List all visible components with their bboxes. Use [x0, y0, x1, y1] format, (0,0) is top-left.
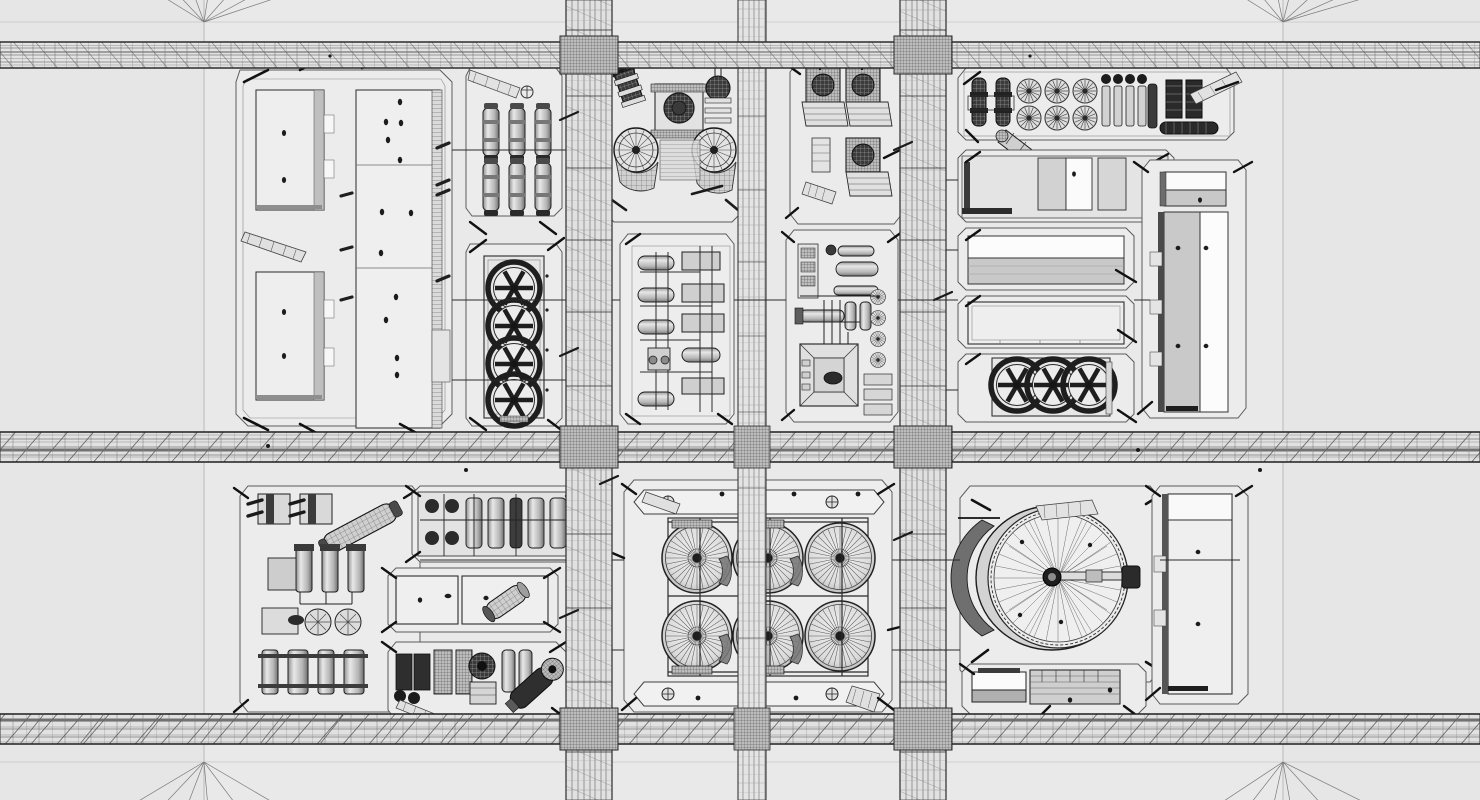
main-warehouse[interactable]: [339, 89, 451, 429]
rigging-crane-icon: [467, 69, 521, 99]
manway-hatch: [825, 495, 839, 509]
loading-canopy[interactable]: [240, 231, 307, 263]
tank-6: [804, 600, 876, 672]
bay-roof-3: [1097, 157, 1127, 211]
blower-pair: [261, 607, 362, 636]
manway-hatch: [661, 687, 675, 701]
bullet-tank: [482, 158, 500, 216]
vertex-fan-bottom-left: [139, 761, 270, 800]
turbine-train: [394, 649, 473, 704]
bullet-tank: [534, 158, 552, 216]
drive-unit: [1042, 565, 1141, 589]
east-pipe-rack[interactable]: [892, 0, 954, 800]
column-d: [704, 64, 732, 124]
switchgear-row: [1029, 669, 1121, 705]
storage-building-west-upper[interactable]: [255, 89, 335, 211]
warehouse-roof-gray: [1163, 211, 1201, 413]
block-utilities-north[interactable]: [957, 67, 1243, 190]
bullet-tank: [508, 103, 526, 161]
block-rotating-equipment[interactable]: [380, 640, 570, 725]
fired-heater: [799, 343, 859, 407]
diagonal-heat-exchanger: [318, 500, 403, 555]
tank-3: [804, 522, 876, 594]
service-platform: [811, 137, 831, 173]
block-open-basin[interactable]: [957, 294, 1138, 349]
block-white-roof[interactable]: [957, 227, 1138, 291]
block-cooling-tower-north[interactable]: [784, 61, 903, 225]
drum-row: [825, 244, 879, 296]
block-exchanger-yard[interactable]: [619, 232, 735, 426]
compressor-b: [994, 77, 1012, 127]
warehouse-roof-white: [1199, 211, 1229, 413]
package-unit-row: [420, 494, 570, 556]
block-long-warehouse-south[interactable]: [1144, 484, 1254, 705]
vertex-fan-bottom-right: [1224, 761, 1361, 800]
stair-tower: [1035, 499, 1099, 521]
block-vessel-yard-north[interactable]: [465, 67, 563, 236]
cooling-cell-1: [801, 67, 849, 127]
filter-array: [1101, 74, 1158, 129]
bay-roof-1: [1037, 157, 1067, 211]
block-machinery-southwest[interactable]: [232, 485, 422, 714]
pump-cluster: [647, 347, 671, 371]
bay-roof-2: [1065, 157, 1093, 211]
basin-cell-left: [395, 575, 459, 625]
annex-block: [1159, 171, 1227, 207]
exchanger-bank-right: [681, 251, 725, 395]
warehouse-south-roof: [1153, 493, 1233, 695]
aircooler-row-east: [863, 289, 893, 416]
block-clarifier[interactable]: [950, 485, 1164, 683]
block-process-unit-east[interactable]: [780, 229, 904, 423]
block-aircooler-east[interactable]: [957, 352, 1138, 424]
reactor-vessel: [663, 92, 695, 124]
bullet-tank: [534, 103, 552, 161]
column-b-skirt: [614, 155, 659, 192]
mid-pipe-rack[interactable]: [737, 0, 767, 800]
bullet-tank: [508, 158, 526, 216]
horizontal-silo: [1159, 121, 1219, 135]
block-warehouse-north[interactable]: [235, 54, 453, 438]
bullet-tank: [482, 103, 500, 161]
diagonal-rotor: [504, 657, 564, 713]
pump-row: [797, 243, 819, 299]
west-pipe-rack[interactable]: [558, 0, 620, 800]
process-piping: [800, 295, 880, 344]
bullet-tank-array-6: [482, 103, 552, 216]
storage-building-west-lower[interactable]: [255, 271, 335, 401]
skid-row-1: [246, 493, 333, 525]
block-substation-south[interactable]: [958, 662, 1147, 720]
cooling-cell-2: [845, 67, 893, 127]
perspective-vertex-fans: [139, 0, 1361, 800]
tank-shell-shadow: [718, 555, 803, 665]
block-pump-house-south[interactable]: [404, 484, 584, 564]
rack-intersections: [559, 35, 953, 751]
block-long-warehouse-east[interactable]: [1132, 159, 1254, 419]
stair-tower-cooling: [801, 181, 837, 205]
block-aircooler-north[interactable]: [465, 236, 566, 434]
gearbox: [468, 652, 497, 705]
manifold-piping: [640, 246, 713, 412]
skid-row-3: [258, 649, 368, 695]
block-containment-basin-south[interactable]: [380, 566, 562, 634]
block-tank-hall[interactable]: [957, 149, 1175, 223]
cooling-cell-3: [845, 137, 893, 197]
transformer: [971, 668, 1027, 703]
north-pipe-rack[interactable]: [0, 41, 1480, 69]
manway-hatch: [825, 687, 839, 701]
site-markers: [266, 54, 1262, 472]
skid-row-2: [267, 544, 366, 605]
tie-in-pipes: [420, 149, 1240, 651]
compressor-a: [970, 77, 988, 127]
diagonal-vessel: [482, 581, 530, 623]
block-distillation[interactable]: [603, 53, 743, 223]
